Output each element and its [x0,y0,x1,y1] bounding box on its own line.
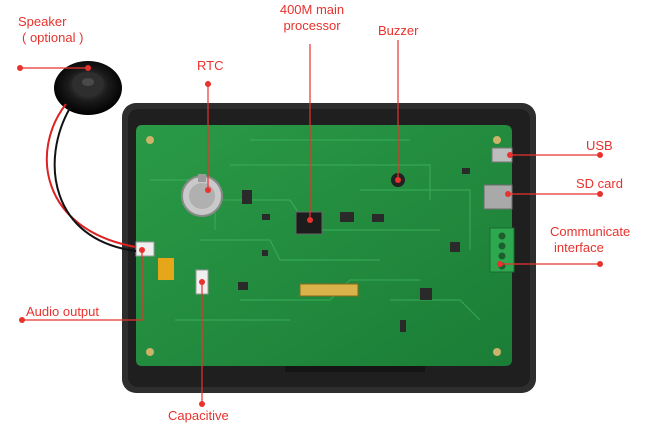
ribbon-connector [299,283,359,297]
communicate-label-line1: Communicate [550,224,631,239]
sd-card-slot [483,184,513,210]
communicate-label-line2: interface [554,240,604,255]
processor-label-line2: processor [283,18,341,33]
pcb-board [136,125,512,366]
speaker [54,61,122,115]
rtc-label: RTC [197,58,224,73]
speaker-wires [45,103,137,252]
speaker-label: Speaker ( optional ) [18,14,83,46]
processor-chip [295,211,323,235]
usb-label: USB [586,138,613,153]
smd-components [238,168,470,332]
audio-output-label: Audio output [26,304,100,319]
speaker-label-line1: Speaker [18,14,67,29]
processor-label: 400M main processor [268,2,356,34]
callout-lines [20,40,600,404]
processor-label-line1: 400M main [279,2,345,17]
speaker-label-line2: ( optional ) [22,30,84,45]
capacitive-label: Capacitive [168,408,229,423]
sd-card-label: SD card [576,176,623,191]
communicate-interface-label: Communicate interface [550,224,630,256]
buzzer-label: Buzzer [378,23,419,38]
callout-dots [17,65,603,407]
